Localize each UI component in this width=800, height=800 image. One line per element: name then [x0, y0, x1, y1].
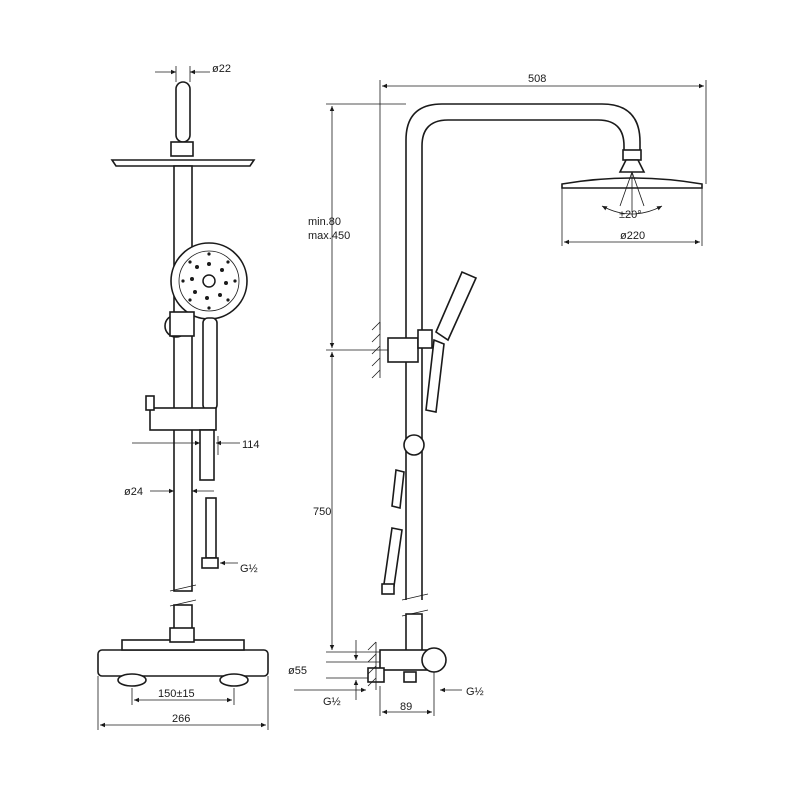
break-mark — [169, 584, 197, 607]
head-shower — [110, 159, 256, 167]
dim-d-flange: ø55 — [288, 665, 307, 677]
dim-d-rail-top: ø22 — [212, 63, 231, 75]
dim-min: min.80 — [308, 216, 341, 228]
arm-inner — [421, 119, 625, 600]
left-eccentric — [117, 673, 147, 687]
bracket-knob — [145, 395, 155, 411]
right-eccentric — [219, 673, 249, 687]
slider-knob — [403, 434, 425, 456]
dim-max: max.450 — [308, 230, 350, 242]
dim-overall-width: 266 — [172, 713, 190, 725]
dim-tilt: ±20° — [619, 209, 642, 221]
side-dimensions: 508 min.80 max.450 ±20° ø220 750 ø55 G½ — [288, 73, 707, 716]
hose-nut — [201, 557, 219, 569]
head-connector — [618, 159, 646, 173]
hand-shower-handle — [202, 317, 218, 411]
hose-segment — [205, 497, 217, 559]
wall-hatch-bottom — [367, 641, 377, 687]
hand-shower-side — [435, 270, 478, 342]
dim-thread-hose: G½ — [240, 563, 258, 575]
mixer-handle — [421, 647, 447, 673]
dim-thread-outlet: G½ — [466, 686, 484, 698]
hose-lower — [383, 527, 403, 587]
hand-shower-ring — [178, 250, 240, 312]
hose-connector — [199, 429, 215, 481]
hand-shower-handle-side — [425, 338, 445, 413]
slider-bracket — [169, 311, 195, 337]
front-dimensions: ø22 114 ø24 G½ 150±15 266 — [97, 63, 269, 730]
lower-bracket — [149, 407, 217, 431]
dim-projection: 89 — [400, 701, 412, 713]
hose-upper — [391, 469, 405, 509]
thermostat-outlet — [169, 627, 195, 643]
dim-d-rail: ø24 — [124, 486, 143, 498]
side-view — [367, 103, 703, 690]
dim-thread-inlet: G½ — [323, 696, 341, 708]
thermostat-body — [97, 649, 269, 677]
dim-wall-spacing: 150±15 — [158, 688, 195, 700]
hose-end — [381, 583, 395, 595]
wall-bracket — [387, 337, 419, 363]
arm-joint — [170, 141, 194, 157]
mixer-outlet — [403, 671, 417, 683]
lower-riser-side — [405, 613, 423, 655]
overhead-arm — [175, 81, 191, 143]
front-view — [97, 81, 269, 687]
dim-head-diameter: ø220 — [620, 230, 645, 242]
dim-arm-reach: 508 — [528, 73, 546, 85]
head-joint — [622, 149, 642, 161]
hand-shower-nozzles — [181, 252, 237, 310]
riser-pipe — [173, 165, 193, 592]
bracket-clip — [417, 329, 433, 349]
dim-hand-shower: 114 — [242, 439, 260, 451]
dim-bar-height: 750 — [313, 506, 331, 518]
